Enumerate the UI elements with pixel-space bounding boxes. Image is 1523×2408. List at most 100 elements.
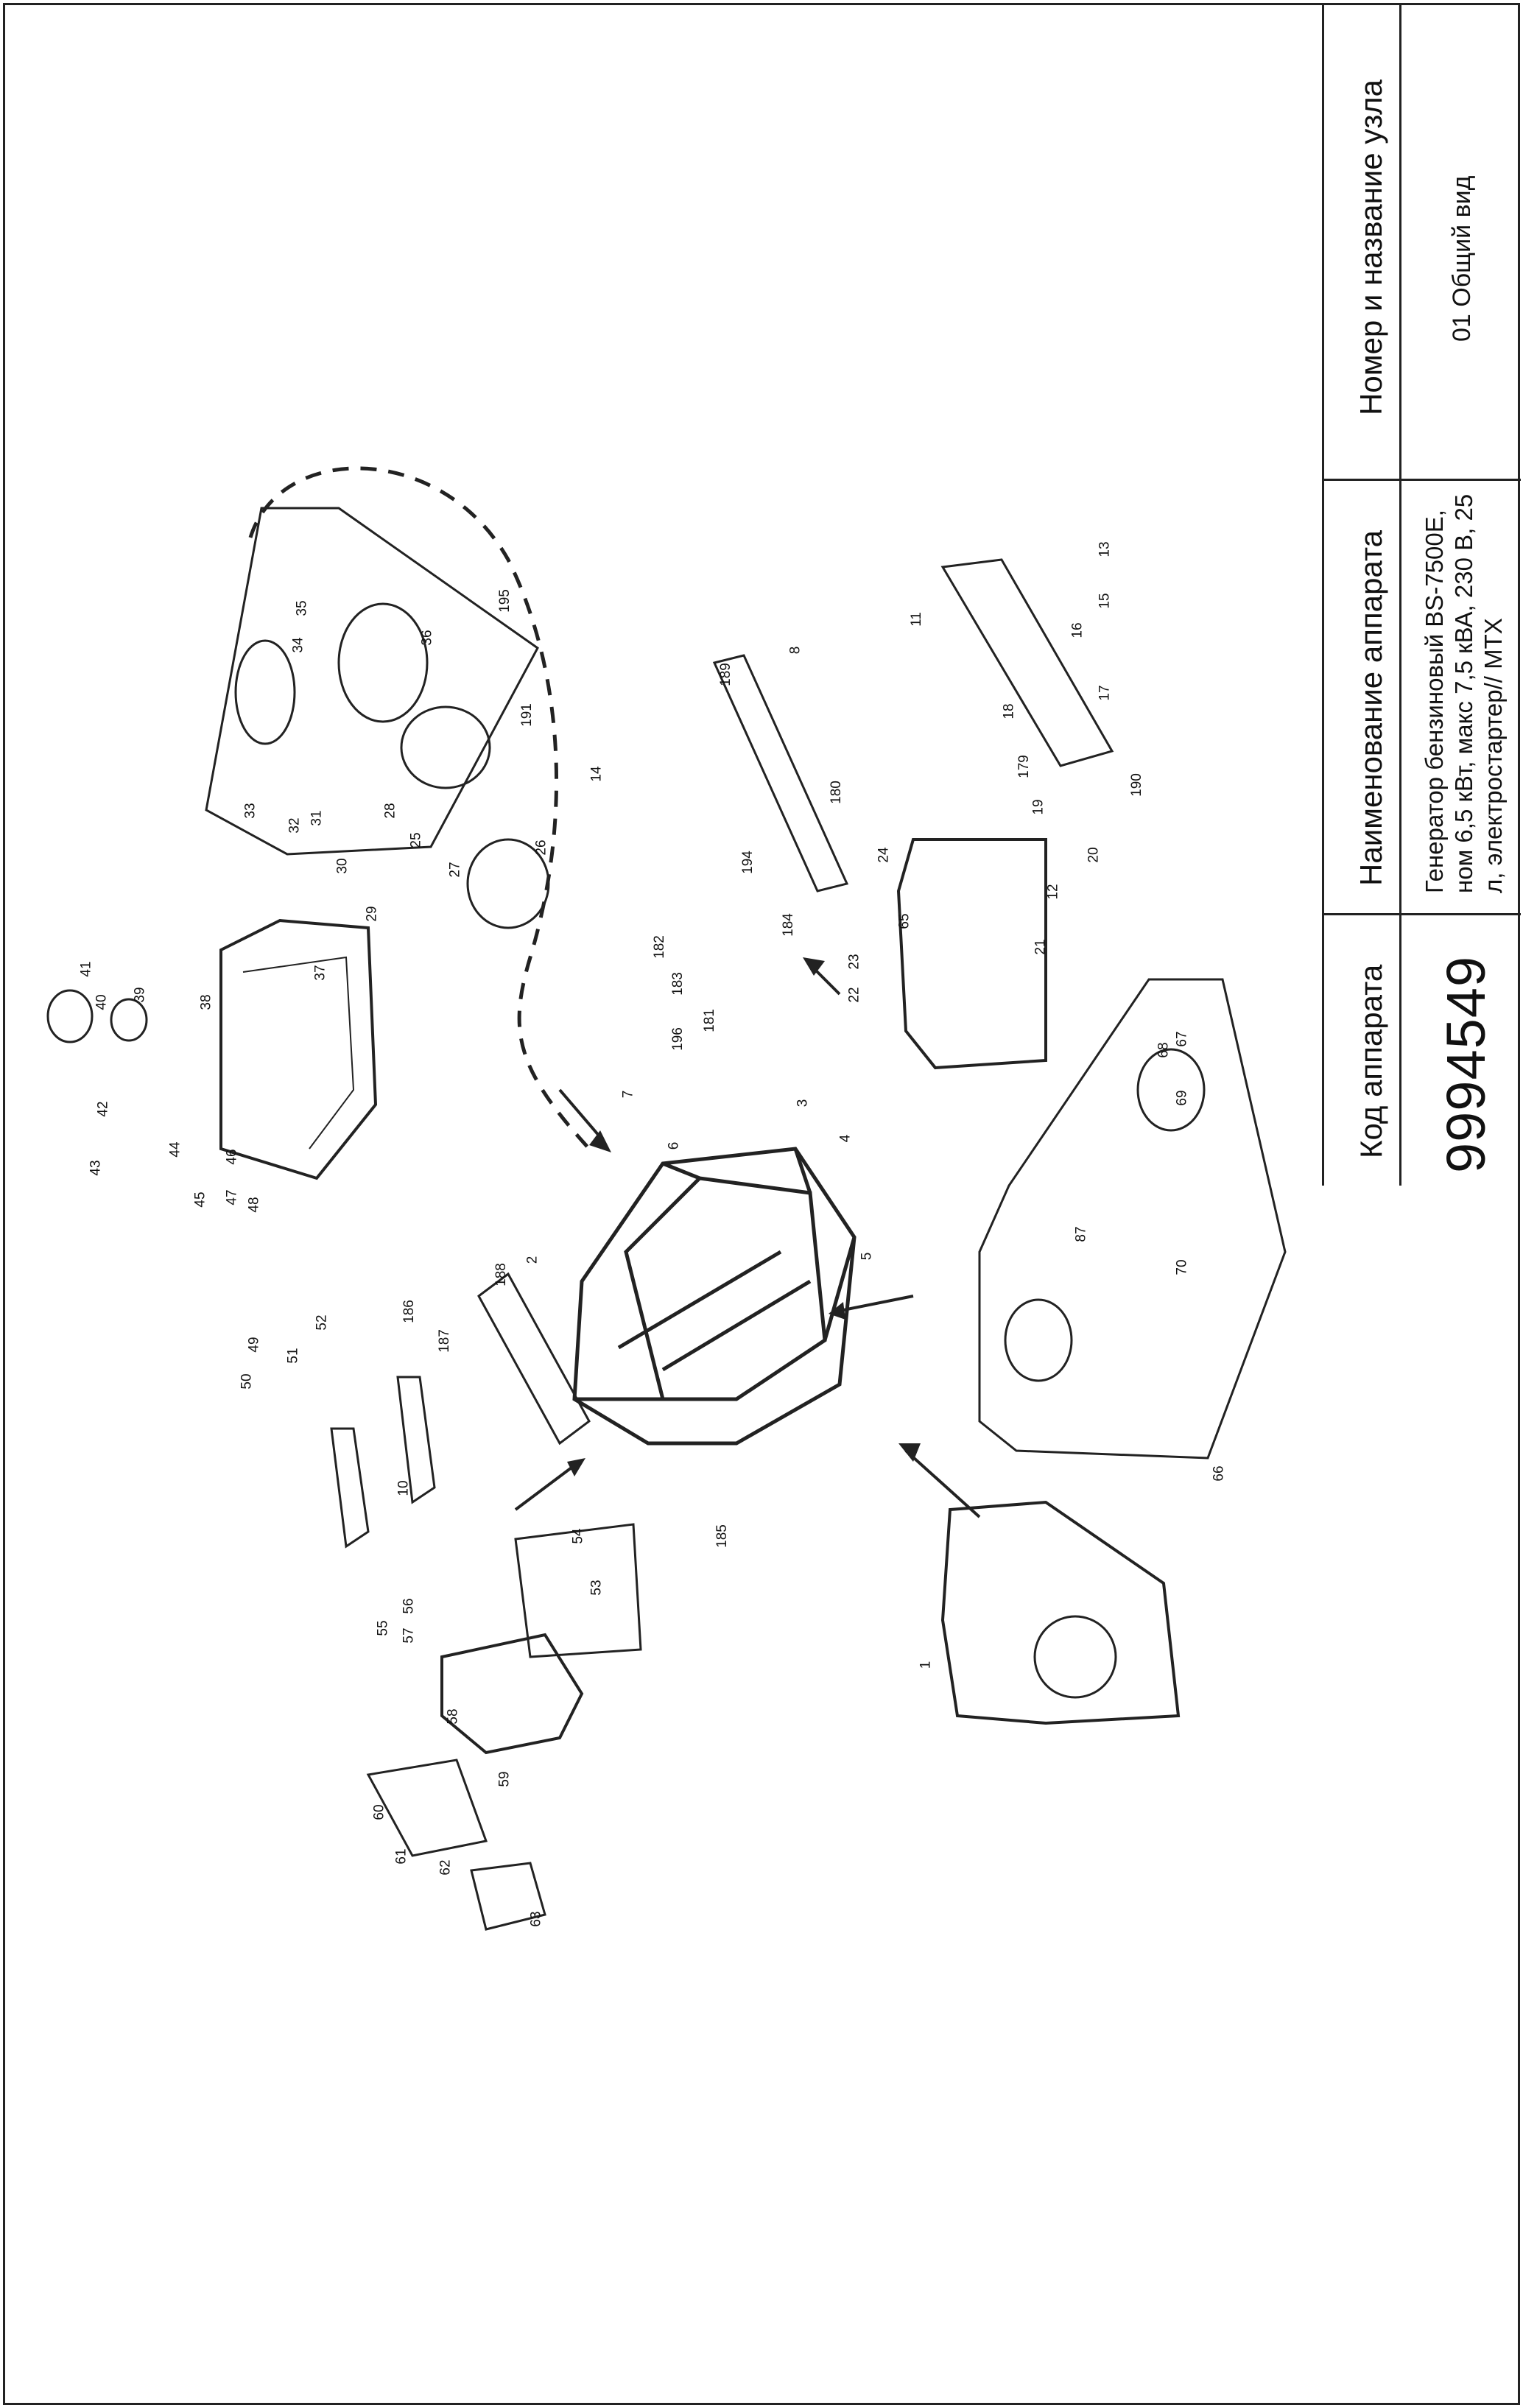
part-label: 57 [401, 1627, 417, 1644]
muffler-bracket [366, 1759, 488, 1857]
name-value: Генератор бензиновый BS-7500E, ном 6,5 к… [1421, 493, 1507, 893]
part-label: 58 [445, 1708, 461, 1725]
wheel-top [1136, 1048, 1206, 1132]
part-label: 53 [588, 1580, 605, 1596]
part-label: 40 [94, 994, 110, 1010]
part-label: 8 [787, 646, 803, 655]
part-label: 16 [1069, 622, 1086, 638]
part-label: 41 [78, 961, 94, 977]
part-label: 181 [701, 1009, 717, 1032]
part-label: 188 [493, 1263, 509, 1286]
part-label: 31 [309, 810, 325, 826]
part-label: 186 [401, 1300, 417, 1323]
part-label: 44 [167, 1141, 183, 1158]
exploded-view-drawing [46, 466, 1287, 1931]
control-panel [896, 838, 1047, 1070]
part-label: 33 [242, 803, 258, 819]
part-label: 70 [1174, 1259, 1190, 1275]
part-label: 49 [246, 1337, 262, 1353]
part-label: 37 [312, 965, 328, 981]
part-label: 29 [364, 906, 380, 922]
part-label: 48 [246, 1197, 262, 1213]
part-label: 63 [528, 1911, 544, 1927]
part-label: 27 [447, 862, 463, 878]
part-label: 59 [496, 1771, 513, 1787]
title-block-divider [1399, 3, 1401, 1186]
part-label: 42 [95, 1101, 111, 1117]
part-label: 52 [314, 1314, 330, 1331]
part-label: 23 [846, 954, 862, 970]
part-label: 43 [88, 1160, 104, 1176]
part-label: 195 [496, 589, 513, 613]
part-label: 61 [393, 1848, 409, 1865]
part-label: 47 [224, 1189, 240, 1205]
part-label: 2 [524, 1256, 541, 1264]
part-label: 187 [436, 1329, 452, 1353]
part-label: 190 [1128, 773, 1144, 797]
stator [337, 602, 429, 723]
wheel-bottom [1004, 1298, 1073, 1382]
panel-face-plate [940, 558, 1114, 767]
title-block-name: Наименование аппарата Генератор бензинов… [1322, 479, 1521, 913]
part-label: 20 [1086, 847, 1102, 863]
part-label: 4 [837, 1134, 854, 1143]
part-label: 19 [1030, 799, 1047, 815]
code-value: 9994549 [1435, 955, 1496, 1173]
fuel-tank [219, 918, 378, 1180]
part-label: 13 [1097, 541, 1113, 557]
part-label: 185 [714, 1524, 730, 1548]
part-label: 39 [132, 987, 148, 1003]
muffler [440, 1633, 584, 1755]
wheel-kit-outline [978, 978, 1287, 1460]
part-label: 35 [294, 600, 310, 616]
assembly-arrows [514, 963, 981, 1518]
spark-arrestor-cover [470, 1862, 546, 1931]
part-label: 68 [1156, 1042, 1172, 1058]
handle-left [330, 1427, 370, 1549]
part-label: 60 [371, 1804, 387, 1820]
title-block-code: Код аппарата 9994549 [1322, 913, 1521, 1186]
part-label: 24 [876, 847, 892, 863]
part-label: 3 [795, 1099, 811, 1108]
part-label: 30 [334, 858, 351, 874]
part-label: 50 [239, 1373, 255, 1390]
part-label: 62 [437, 1859, 454, 1876]
part-label: 15 [1097, 593, 1113, 609]
part-label: 87 [1073, 1226, 1089, 1242]
part-label: 191 [518, 703, 535, 727]
drawing-frame [3, 3, 1520, 2405]
dashed-leader [248, 466, 591, 1150]
part-label: 67 [1174, 1031, 1190, 1047]
engine [940, 1500, 1181, 1725]
part-label: 11 [908, 612, 924, 627]
part-label: 182 [651, 935, 667, 959]
part-label: 5 [859, 1252, 875, 1261]
part-label: 183 [669, 972, 686, 996]
rotor [234, 639, 296, 745]
part-label: 7 [620, 1090, 636, 1099]
handle-right [396, 1376, 436, 1504]
part-label: 25 [408, 832, 424, 848]
part-label: 26 [533, 839, 549, 856]
part-label: 36 [419, 630, 435, 646]
part-label: 56 [401, 1598, 417, 1614]
side-cover [477, 1272, 591, 1446]
part-label: 1 [918, 1661, 934, 1669]
unit-value: 01 Общий вид [1448, 175, 1476, 342]
part-number-labels: 1 2 3 4 5 6 7 8 10 11 12 13 14 15 16 17 … [78, 541, 1227, 1927]
part-label: 196 [669, 1027, 686, 1051]
part-label: 22 [846, 987, 862, 1003]
part-label: 179 [1016, 755, 1032, 778]
part-label: 184 [780, 913, 796, 937]
part-label: 194 [739, 851, 756, 874]
part-label: 18 [1001, 703, 1017, 719]
end-cover [400, 705, 491, 789]
part-label: 66 [1211, 1465, 1227, 1482]
part-label: 17 [1097, 685, 1113, 701]
part-label: 10 [395, 1480, 412, 1496]
part-label: 51 [285, 1348, 301, 1364]
alternator-group-outline [205, 507, 539, 856]
part-label: 32 [286, 817, 303, 834]
code-header: Код аппарата [1354, 964, 1388, 1158]
